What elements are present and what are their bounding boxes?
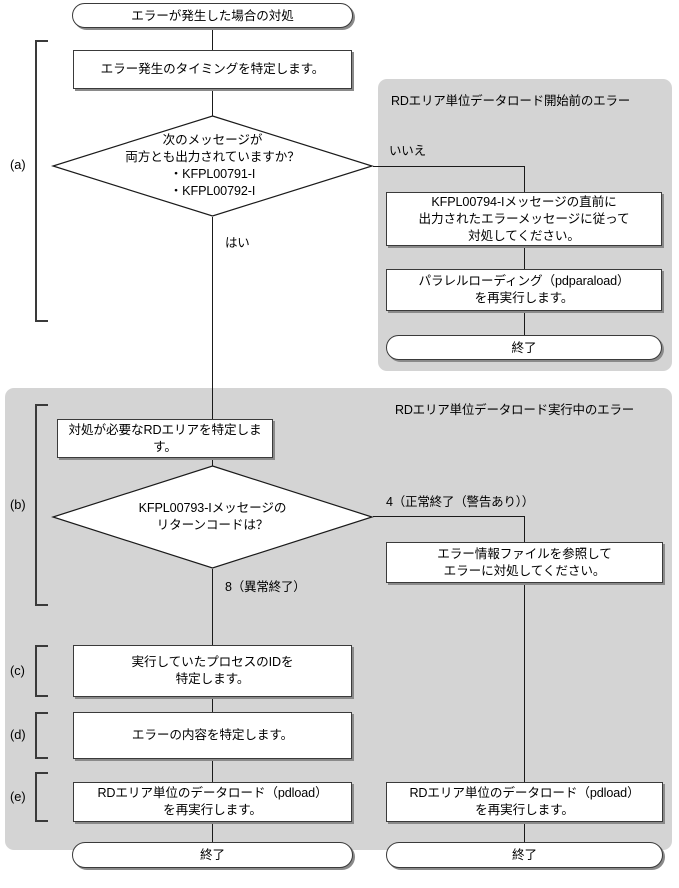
terminator-end-left-bottom-label: 終了	[200, 848, 225, 862]
bracket-step-a-bottom-tick	[35, 320, 48, 322]
process-error-info-file: エラー情報ファイルを参照して エラーに対処してください。	[386, 542, 663, 583]
bracket-step-c-stem	[35, 645, 37, 697]
bracket-step-b-stem	[35, 404, 37, 606]
connector-timing-to-decision	[212, 89, 213, 116]
connector-processid-to-errorcontent	[212, 697, 213, 712]
bracket-step-d	[35, 712, 48, 759]
step-label-e: (e)	[10, 789, 26, 804]
connector-decision-yes-trunk	[212, 217, 213, 419]
process-error-info-file-label: エラー情報ファイルを参照して エラーに対処してください。	[437, 546, 612, 578]
bracket-step-e-top-tick	[35, 772, 48, 774]
connector-kfpl00794-to-pdparaload	[524, 246, 525, 269]
bracket-step-a	[35, 40, 48, 322]
process-pdload-rerun-right-label: RDエリア単位のデータロード（pdload） を再実行します。	[409, 786, 640, 817]
decision-return-code-shape	[51, 465, 374, 569]
terminator-end-right-bottom-label: 終了	[512, 848, 537, 862]
connector-rc8-trunk	[212, 569, 213, 648]
process-kfpl00794-guidance: KFPL00794-Iメッセージの直前に 出力されたエラーメッセージに従って 対…	[386, 192, 662, 246]
bracket-step-d-top-tick	[35, 712, 48, 714]
connector-errorcontent-to-pdload	[212, 759, 213, 782]
process-identify-process-id-label: 実行していたプロセスのIDを 特定します。	[131, 655, 294, 686]
process-pdparaload-rerun-label: パラレルローディング（pdparaload） を再実行します。	[418, 274, 630, 305]
process-kfpl00794-guidance-label: KFPL00794-Iメッセージの直前に 出力されたエラーメッセージに従って 対…	[418, 194, 630, 243]
panel-title-before-dataload: RDエリア単位データロード開始前のエラー	[391, 94, 631, 108]
bracket-step-c-bottom-tick	[35, 695, 48, 697]
terminator-start: エラーが発生した場合の対処	[72, 3, 353, 28]
process-identify-error-content: エラーの内容を特定します。	[73, 712, 352, 759]
bracket-step-e-bottom-tick	[35, 820, 48, 822]
bracket-step-a-top-tick	[35, 40, 48, 42]
bracket-step-b-top-tick	[35, 404, 48, 406]
decision-return-code-label: KFPL00793-Iメッセージの リターンコードは？	[138, 501, 287, 532]
panel-title-during-dataload: RDエリア単位データロード実行中のエラー	[395, 403, 635, 417]
connector-pdload-left-to-end	[212, 822, 213, 842]
bracket-step-b	[35, 404, 48, 606]
process-identify-error-content-label: エラーの内容を特定します。	[131, 728, 294, 742]
step-label-d: (d)	[10, 727, 26, 742]
process-identify-rdarea: 対処が必要なRDエリアを特定します。	[57, 419, 273, 458]
edge-label-return-code-4: 4（正常終了（警告あり））	[386, 495, 535, 509]
bracket-step-b-bottom-tick	[35, 604, 48, 606]
terminator-end-right-top-label: 終了	[511, 340, 537, 355]
step-label-b: (b)	[10, 497, 26, 512]
step-label-a: (a)	[10, 157, 26, 172]
bracket-step-a-stem	[35, 40, 37, 322]
connector-decision-no-horizontal	[373, 166, 525, 167]
terminator-start-label: エラーが発生した場合の対処	[131, 8, 294, 23]
edge-label-yes: はい	[225, 236, 250, 250]
decision-messages-shape	[50, 115, 375, 217]
bracket-step-d-bottom-tick	[35, 757, 48, 759]
process-pdload-rerun-left-label: RDエリア単位のデータロード（pdload） を再実行します。	[97, 786, 328, 817]
bracket-step-d-stem	[35, 712, 37, 759]
decision-messages-output: 次のメッセージが 両方とも出力されていますか？ ・KFPL00791-I ・KF…	[50, 115, 375, 217]
panel-during-dataload	[5, 388, 672, 850]
process-identify-timing-label: エラー発生のタイミングを特定します。	[100, 62, 325, 76]
connector-pdparaload-to-end	[524, 311, 525, 335]
bracket-step-c	[35, 645, 48, 697]
process-pdload-rerun-left: RDエリア単位のデータロード（pdload） を再実行します。	[73, 782, 352, 822]
decision-return-code: KFPL00793-Iメッセージの リターンコードは？	[51, 465, 374, 569]
bracket-step-e-stem	[35, 772, 37, 822]
terminator-end-left-bottom: 終了	[72, 842, 353, 868]
terminator-end-right-bottom: 終了	[386, 842, 663, 868]
connector-decision-no-vertical	[524, 166, 525, 193]
process-identify-process-id: 実行していたプロセスのIDを 特定します。	[73, 645, 352, 697]
step-label-c: (c)	[10, 663, 25, 678]
connector-rc4-vertical	[524, 516, 525, 543]
connector-pdload-right-to-end	[524, 822, 525, 842]
process-identify-rdarea-label: 対処が必要なRDエリアを特定します。	[68, 422, 262, 454]
connector-rc4-horizontal	[373, 516, 525, 517]
connector-start-to-timing	[212, 27, 213, 51]
process-identify-timing: エラー発生のタイミングを特定します。	[73, 50, 352, 89]
process-pdparaload-rerun: パラレルローディング（pdparaload） を再実行します。	[386, 269, 662, 311]
connector-errorinfo-to-pdload-right	[524, 583, 525, 782]
bracket-step-c-top-tick	[35, 645, 48, 647]
process-pdload-rerun-right: RDエリア単位のデータロード（pdload） を再実行します。	[386, 782, 663, 822]
edge-label-return-code-8: 8（異常終了）	[225, 580, 306, 594]
terminator-end-right-top: 終了	[386, 335, 662, 360]
decision-messages-label: 次のメッセージが 両方とも出力されていますか？ ・KFPL00791-I ・KF…	[125, 133, 300, 198]
bracket-step-e	[35, 772, 48, 822]
edge-label-no: いいえ	[389, 144, 426, 158]
